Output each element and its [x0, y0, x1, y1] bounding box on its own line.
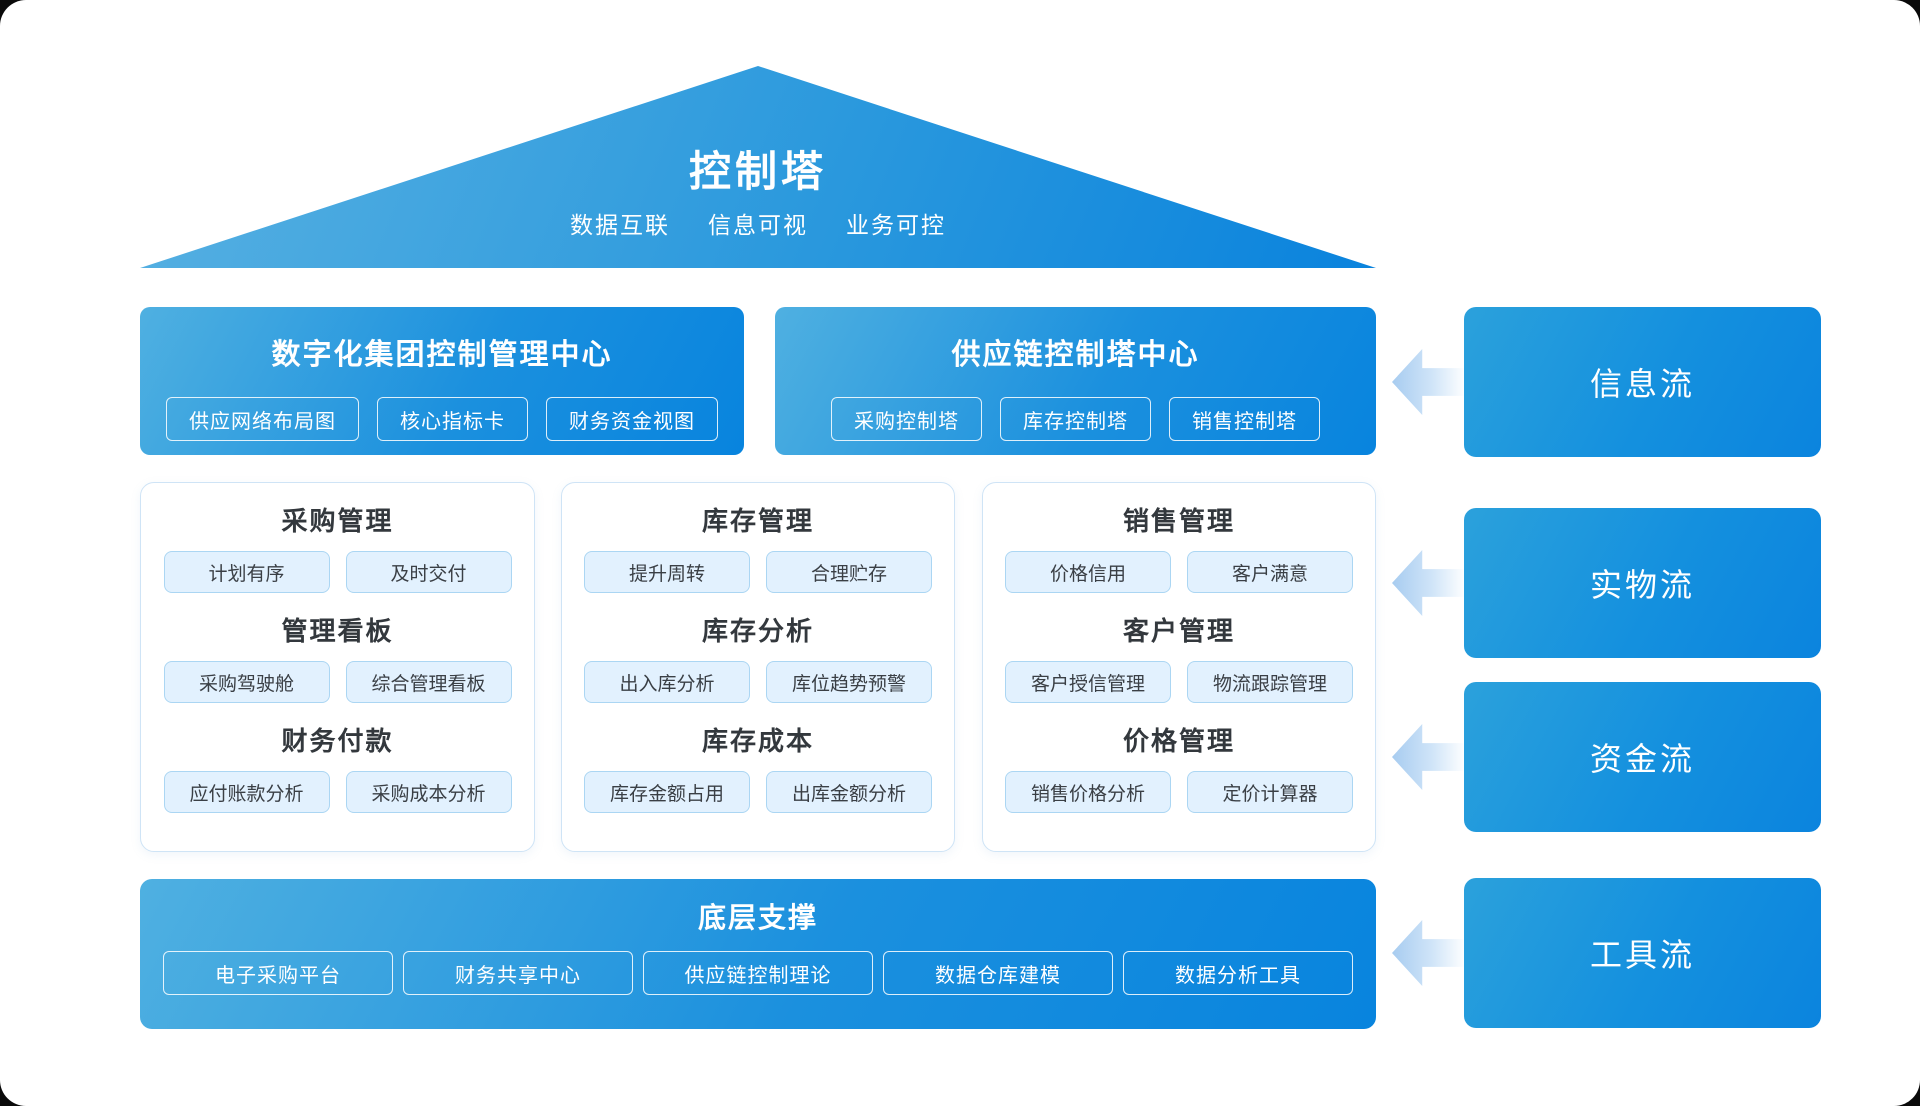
section-title: 价格管理: [1122, 726, 1235, 756]
section-tag-row: 库存金额占用 出库金额分析: [584, 771, 932, 813]
section-title: 库存分析: [701, 616, 814, 646]
foundation-tag: 电子采购平台: [163, 951, 393, 995]
foundation-tag-row: 电子采购平台 财务共享中心 供应链控制理论 数据仓库建模 数据分析工具: [163, 951, 1353, 995]
card-tag: 库存控制塔: [1000, 397, 1151, 441]
section-title: 管理看板: [281, 616, 394, 646]
foundation-tag: 财务共享中心: [403, 951, 633, 995]
section-tag: 定价计算器: [1187, 771, 1353, 813]
section-title: 客户管理: [1122, 616, 1235, 646]
card-tag: 采购控制塔: [831, 397, 982, 441]
section-tag: 提升周转: [584, 551, 750, 593]
section-tag-row: 计划有序 及时交付: [163, 551, 512, 593]
section-tag: 采购驾驶舱: [163, 661, 330, 703]
section-tag: 及时交付: [345, 551, 512, 593]
section-tag: 价格信用: [1005, 551, 1171, 593]
card-tag: 财务资金视图: [546, 397, 718, 441]
roof-subtitle-item: 业务可控: [846, 212, 946, 238]
center-card-supply-chain-tower: 供应链控制塔中心 采购控制塔 库存控制塔 销售控制塔: [775, 307, 1376, 455]
section-tag: 物流跟踪管理: [1187, 661, 1353, 703]
foundation-tag: 数据分析工具: [1123, 951, 1353, 995]
panel-inventory: 库存管理 提升周转 合理贮存 库存分析 出入库分析 库位趋势预警 库存成本 库存…: [561, 482, 955, 852]
section-tag-row: 客户授信管理 物流跟踪管理: [1005, 661, 1353, 703]
section-tag-row: 应付账款分析 采购成本分析: [163, 771, 512, 813]
center-card-group-control: 数字化集团控制管理中心 供应网络布局图 核心指标卡 财务资金视图: [140, 307, 744, 455]
section-tag: 应付账款分析: [163, 771, 330, 813]
section-title: 库存成本: [701, 726, 814, 756]
card-tag-row: 采购控制塔 库存控制塔 销售控制塔: [831, 397, 1320, 441]
flow-box-physical: 实物流: [1464, 508, 1821, 658]
section-tag: 合理贮存: [766, 551, 932, 593]
section-tag: 客户授信管理: [1005, 661, 1171, 703]
foundation-bar: 底层支撑 电子采购平台 财务共享中心 供应链控制理论 数据仓库建模 数据分析工具: [140, 879, 1376, 1029]
section-tag: 采购成本分析: [345, 771, 512, 813]
flow-box-tools: 工具流: [1464, 878, 1821, 1028]
section-tag-row: 价格信用 客户满意: [1005, 551, 1353, 593]
card-tag: 销售控制塔: [1169, 397, 1320, 441]
diagram-title: 控制塔: [688, 148, 827, 195]
roof-subtitle-item: 数据互联: [570, 212, 670, 238]
arrow-left-icon: [1392, 920, 1464, 986]
section-title: 库存管理: [701, 506, 814, 536]
card-title: 供应链控制塔中心: [951, 339, 1200, 371]
section-tag-row: 销售价格分析 定价计算器: [1005, 771, 1353, 813]
card-tag: 供应网络布局图: [166, 397, 359, 441]
section-tag: 出库金额分析: [766, 771, 932, 813]
section-tag: 库位趋势预警: [766, 661, 932, 703]
section-tag: 客户满意: [1187, 551, 1353, 593]
section-tag-row: 提升周转 合理贮存: [584, 551, 932, 593]
arrow-left-icon: [1392, 550, 1464, 616]
foundation-tag: 供应链控制理论: [643, 951, 873, 995]
section-tag: 计划有序: [163, 551, 330, 593]
section-tag: 综合管理看板: [345, 661, 512, 703]
section-title: 采购管理: [281, 506, 394, 536]
section-tag: 库存金额占用: [584, 771, 750, 813]
roof-subtitle: 数据互联 信息可视 业务可控: [140, 206, 1376, 240]
section-tag-row: 采购驾驶舱 综合管理看板: [163, 661, 512, 703]
card-tag-row: 供应网络布局图 核心指标卡 财务资金视图: [166, 397, 718, 441]
arrow-left-icon: [1392, 724, 1464, 790]
foundation-title: 底层支撑: [697, 902, 818, 933]
section-title: 财务付款: [281, 726, 394, 756]
section-tag-row: 出入库分析 库位趋势预警: [584, 661, 932, 703]
flow-box-information: 信息流: [1464, 307, 1821, 457]
panel-procurement: 采购管理 计划有序 及时交付 管理看板 采购驾驶舱 综合管理看板 财务付款 应付…: [140, 482, 535, 852]
section-title: 销售管理: [1122, 506, 1235, 536]
card-title: 数字化集团控制管理中心: [271, 339, 613, 371]
panel-sales: 销售管理 价格信用 客户满意 客户管理 客户授信管理 物流跟踪管理 价格管理 销…: [982, 482, 1376, 852]
arrow-left-icon: [1392, 349, 1464, 415]
card-tag: 核心指标卡: [377, 397, 528, 441]
section-tag: 出入库分析: [584, 661, 750, 703]
flow-box-capital: 资金流: [1464, 682, 1821, 832]
roof-subtitle-item: 信息可视: [708, 212, 808, 238]
section-tag: 销售价格分析: [1005, 771, 1171, 813]
foundation-tag: 数据仓库建模: [883, 951, 1113, 995]
